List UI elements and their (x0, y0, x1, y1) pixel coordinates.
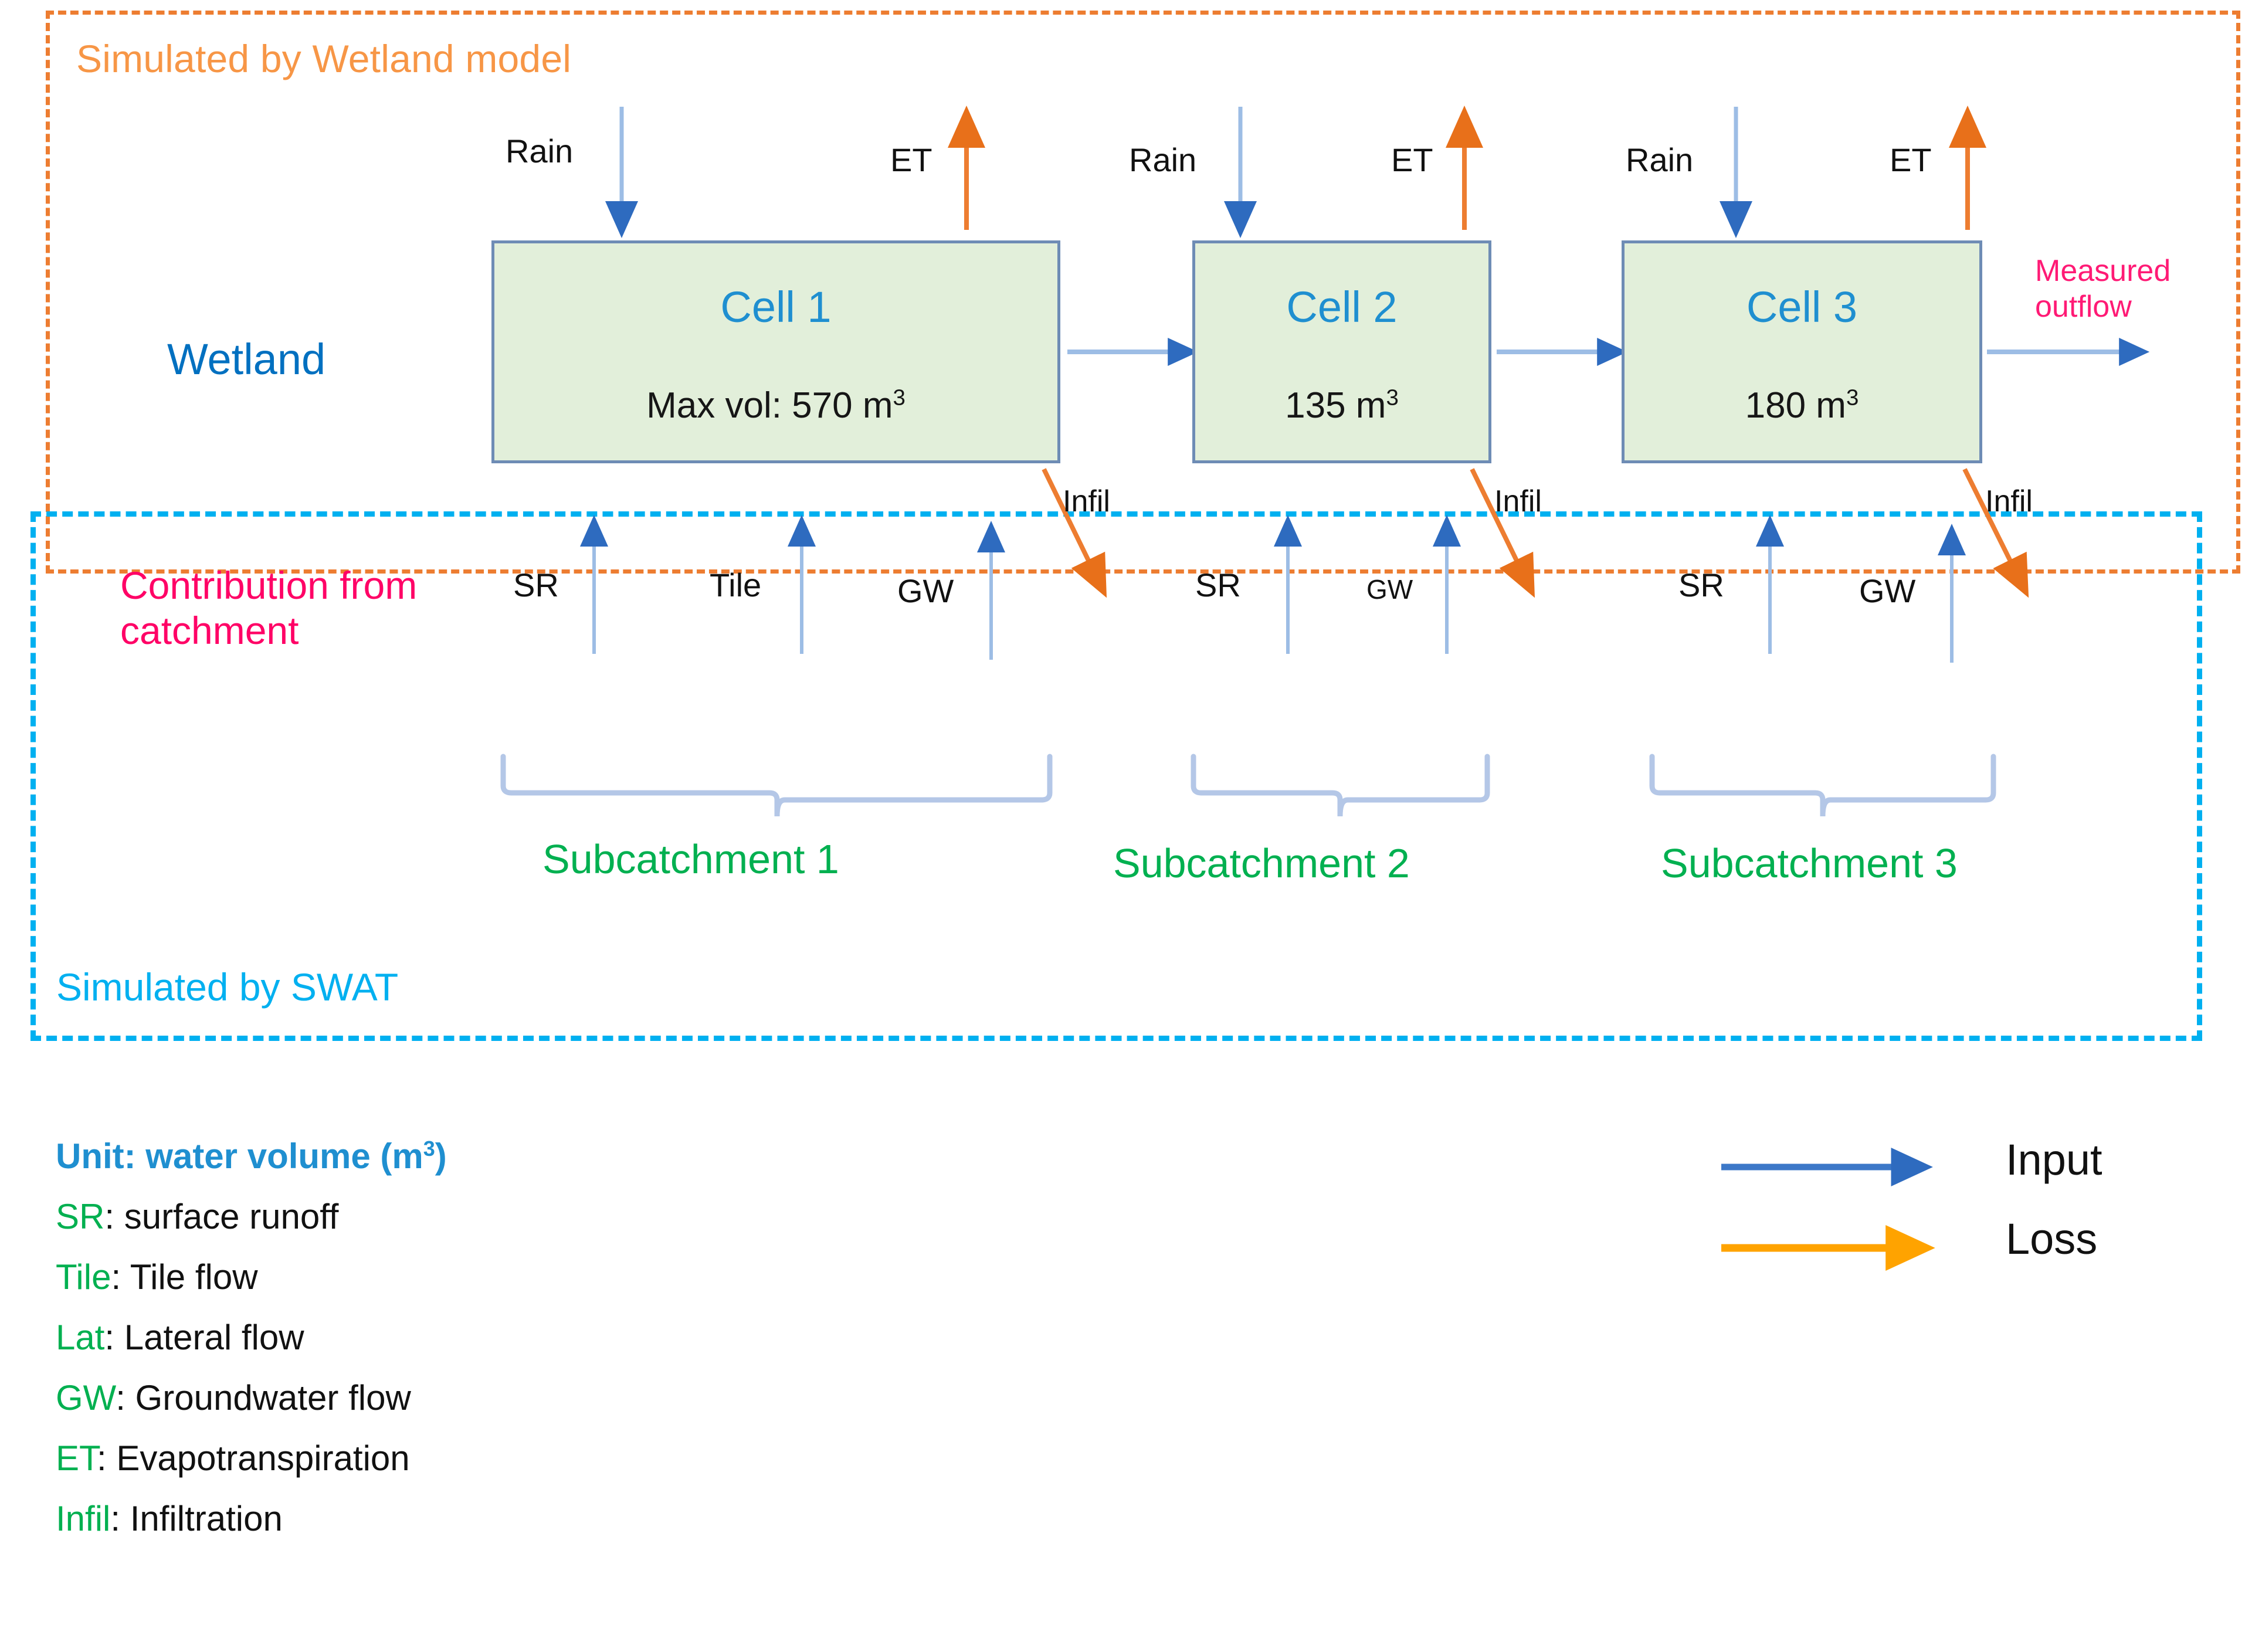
legend-tail-unit: ) (435, 1137, 447, 1176)
legend-label-loss: Loss (2006, 1215, 2098, 1263)
cell-volume-2: 135 m3 (1285, 385, 1399, 426)
legend-key-tile: Tile (56, 1257, 111, 1297)
et-label-cell3: ET (1890, 141, 1932, 178)
legend-key-et: ET (56, 1439, 97, 1478)
legend-item-tile: Tile: Tile flow (56, 1258, 877, 1295)
flux-label-gw-3: GW (1859, 572, 1916, 609)
subcatchment-label-2: Subcatchment 2 (1113, 840, 1410, 886)
measured-outflow-line2: outflow (2035, 290, 2132, 324)
flux-label-gw-1: GW (897, 572, 954, 609)
cell-box-1[interactable]: Cell 1 Max vol: 570 m3 (491, 240, 1060, 463)
infil-label-cell3: Infil (1985, 484, 2033, 518)
infil-arrow-cell1 (1042, 468, 1107, 598)
rain-label-cell1: Rain (506, 133, 574, 169)
flux-label-tile-1: Tile (710, 567, 762, 603)
legend-text-et: : Evapotranspiration (97, 1439, 410, 1478)
legend-key-sr: SR (56, 1197, 105, 1236)
cell-box-3[interactable]: Cell 3 180 m3 (1622, 240, 1982, 463)
cell-title-2: Cell 2 (1286, 283, 1398, 331)
legend-item-infil: Infil: Infiltration (56, 1500, 877, 1537)
legend-item-lat: Lat: Lateral flow (56, 1319, 877, 1356)
brace-subcatchment-3 (1649, 754, 1996, 817)
legend-text-gw: : Groundwater flow (116, 1378, 411, 1417)
legend-text-tile: : Tile flow (111, 1257, 258, 1297)
cell-title-1: Cell 1 (720, 283, 832, 331)
region-title-wetland-model: Simulated by Wetland model (76, 37, 572, 80)
region-wetland-model (46, 11, 2240, 574)
legend-item-sr: SR: surface runoff (56, 1198, 877, 1235)
flux-label-sr-3: SR (1678, 567, 1724, 603)
rain-label-cell3: Rain (1626, 141, 1694, 178)
legend-key-infil: Infil (56, 1499, 111, 1538)
subcatchment-label-1: Subcatchment 1 (542, 836, 839, 882)
infil-arrow-cell2 (1470, 468, 1535, 598)
et-label-cell2: ET (1391, 141, 1433, 178)
side-label-wetland: Wetland (167, 335, 326, 384)
legend-text-unit: : water volume (m (124, 1137, 423, 1176)
legend-key-gw: GW (56, 1378, 116, 1417)
legend-key-lat: Lat (56, 1318, 105, 1357)
infil-arrow-cell3 (1962, 468, 2029, 598)
legend-item-gw: GW: Groundwater flow (56, 1379, 877, 1416)
legend-key-unit: Unit (56, 1137, 124, 1176)
legend-text-lat: : Lateral flow (104, 1318, 304, 1357)
cell-title-3: Cell 3 (1746, 283, 1858, 331)
subcatchment-label-3: Subcatchment 3 (1661, 840, 1958, 886)
region-title-swat: Simulated by SWAT (56, 965, 399, 1009)
flux-label-sr-2: SR (1195, 567, 1241, 603)
cell-volume-1: Max vol: 570 m3 (646, 385, 906, 426)
measured-outflow-label: Measured outflow (2035, 253, 2229, 325)
legend-item-unit: Unit: water volume (m3) (56, 1138, 877, 1175)
rain-label-cell2: Rain (1129, 141, 1197, 178)
measured-outflow-line1: Measured (2035, 254, 2171, 288)
cell-box-2[interactable]: Cell 2 135 m3 (1192, 240, 1491, 463)
side-label-contribution: Contribution from catchment (120, 564, 418, 653)
infil-label-cell2: Infil (1494, 484, 1542, 518)
flux-label-sr-1: SR (513, 567, 559, 603)
et-label-cell1: ET (890, 141, 932, 178)
flux-label-gw-2: GW (1366, 574, 1413, 605)
brace-subcatchment-2 (1191, 754, 1490, 817)
infil-label-cell1: Infil (1063, 484, 1110, 518)
legend-abbreviations: Unit: water volume (m3) SR: surface runo… (56, 1138, 877, 1561)
cell-volume-3: 180 m3 (1745, 385, 1859, 426)
region-swat (30, 511, 2202, 1041)
legend-text-infil: : Infiltration (110, 1499, 283, 1538)
legend-item-et: ET: Evapotranspiration (56, 1440, 877, 1477)
legend-sup-unit: 3 (423, 1137, 435, 1161)
brace-subcatchment-1 (500, 754, 1053, 817)
legend-label-input: Input (2006, 1135, 2102, 1184)
legend-text-sr: : surface runoff (104, 1197, 339, 1236)
